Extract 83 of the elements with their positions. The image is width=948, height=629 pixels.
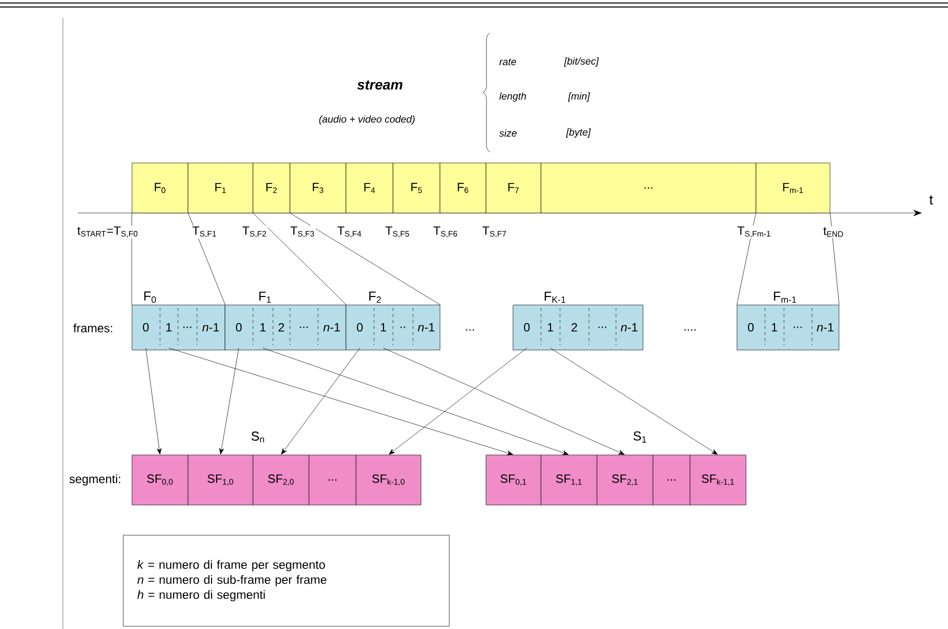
sub-frame-cell: ...: [598, 326, 606, 328]
segment-label: S$_{1}$: [632, 430, 648, 444]
unit-label: [min]: [567, 91, 591, 103]
arrow: [550, 348, 718, 455]
sub-frame-cell: n-1: [323, 323, 340, 332]
arrow: [146, 348, 162, 454]
time-label: T$_{S,F5}$: [384, 225, 411, 239]
stream-cell: F$_{7}$: [486, 162, 542, 214]
sub-frame-cell: 1: [380, 323, 386, 332]
sub-frame-cell: ...: [300, 326, 308, 328]
subtitle: (audio + video coded): [318, 114, 416, 126]
stream-cell: F$_{6}$: [440, 162, 486, 214]
arrow: [168, 348, 514, 456]
node-label: F$_{0}$: [144, 292, 156, 303]
segment-cell: SF$_{1,0}$: [188, 454, 254, 506]
sub-frame-cell: 0: [748, 323, 754, 332]
connector-line: [253, 213, 346, 305]
sub-frame-cell: n-1: [620, 323, 638, 332]
stream-cell: F$_{4}$: [346, 162, 394, 214]
node-label: F$_{2}$: [369, 292, 381, 303]
sub-frame-cell: 0: [356, 323, 363, 332]
time-label: T$_{S,F4}$: [336, 225, 363, 239]
segment-label: S$_{n}$: [250, 430, 266, 444]
segment-cell: ...: [308, 454, 356, 506]
sub-frame-cell: ...: [183, 326, 192, 328]
segment-cell: SF$_{0,0}$: [132, 454, 188, 506]
sub-frame-cell: n-1: [816, 323, 834, 332]
time-label: t$_{END}$: [822, 226, 845, 238]
arrow: [388, 348, 527, 455]
unit-label: [byte]: [565, 127, 592, 139]
stream-cell: F$_{0}$: [132, 162, 188, 214]
stream-cell: F$_{3}$: [290, 162, 346, 214]
ellipsis: ...: [464, 328, 476, 332]
sub-frame-cell: 1: [548, 323, 554, 332]
sub-frame-cell: ..: [400, 326, 406, 328]
sub-frame-cell: 0: [524, 323, 530, 332]
sub-frame-cell: ...: [794, 326, 802, 328]
segment-cell: SF$_{k-1,0}$: [356, 454, 422, 506]
sub-frame-cell: 2: [278, 323, 284, 332]
node-label: F$_{m-1}$: [774, 292, 796, 303]
sub-frame-cell: 1: [166, 323, 172, 332]
time-label: T$_{S,F1}$: [191, 225, 218, 239]
sub-frame-cell: 1: [772, 323, 778, 332]
stream-cell: F$_{m-1}$: [756, 162, 830, 214]
time-label: t$_{START}$=T$_{S,F0}$: [76, 225, 140, 239]
arrow: [383, 348, 625, 455]
heading: stream: [356, 79, 404, 91]
note-box: k = numero di frame per segmento n = numero di sub-frame per frame h = numero di segmenti: [123, 534, 450, 626]
node-label: F$_{K-1}$: [544, 292, 566, 303]
node-label: F$_{1}$: [259, 292, 271, 303]
stream-cell: F$_{5}$: [392, 162, 440, 214]
arrow: [219, 348, 239, 454]
segment-cell: SF$_{k-1,1}$: [690, 454, 746, 506]
connector-line: [290, 213, 440, 305]
time-label: T$_{S,F7}$: [481, 225, 508, 239]
sub-frame-cell: 0: [236, 323, 242, 332]
segment-cell: SF$_{1,1}$: [540, 454, 598, 506]
unit-label: [bit/sec]: [563, 56, 600, 68]
sub-frame-cell: n-1: [202, 323, 219, 332]
arrow: [262, 348, 569, 455]
property-label: length: [498, 91, 528, 103]
property-label: size: [498, 128, 518, 138]
row-label: segmenti:: [68, 473, 122, 487]
stream-cell: F$_{1}$: [188, 162, 254, 214]
segment-cell: ...: [652, 454, 690, 506]
property-label: rate: [498, 58, 518, 66]
time-label: T$_{S,F3}$: [289, 225, 316, 239]
sub-frame-cell: 1: [260, 323, 266, 332]
sub-frame-cell: 2: [572, 323, 578, 332]
time-label: T$_{S,F2}$: [241, 225, 268, 239]
arrow: [281, 348, 360, 455]
sub-frame-cell: n-1: [418, 323, 434, 332]
axis-label: t: [928, 194, 934, 206]
ellipsis: ....: [682, 328, 698, 332]
sub-frame-cell: 0: [142, 323, 149, 332]
row-label: frames:: [72, 322, 114, 334]
time-label: T$_{S,F6}$: [432, 225, 459, 239]
segment-cell: SF$_{2,1}$: [596, 454, 654, 506]
stream-cell: F$_{2}$: [252, 162, 290, 214]
connector-line: [830, 213, 840, 305]
segment-cell: SF$_{0,1}$: [486, 454, 542, 506]
time-label: T$_{S,Fm-1}$: [736, 225, 772, 239]
segment-cell: SF$_{2,0}$: [252, 454, 310, 506]
